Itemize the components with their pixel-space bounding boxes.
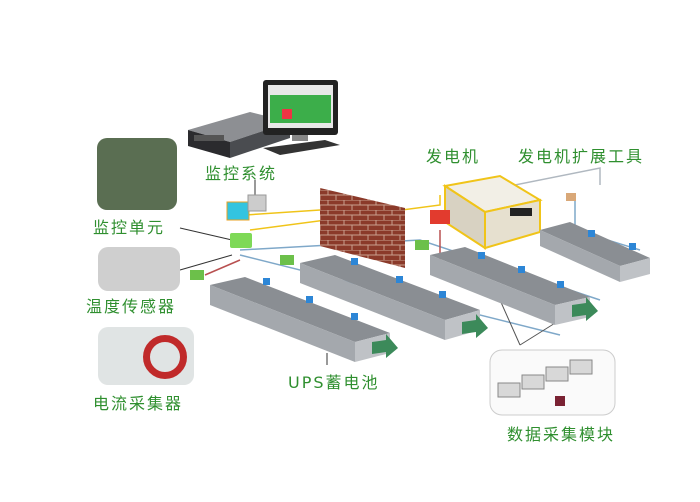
laptop-icon xyxy=(226,201,250,221)
label-monitor-unit: 监控单元 xyxy=(93,218,166,237)
label-temp-sensor: 温度传感器 xyxy=(86,297,177,316)
current-collector-photo xyxy=(98,327,194,385)
label-generator: 发电机 xyxy=(426,147,481,166)
label-data-module: 数据采集模块 xyxy=(507,425,616,444)
current-collector-icons xyxy=(190,240,429,280)
label-monitor-system: 监控系统 xyxy=(205,164,278,183)
battery-string-4 xyxy=(540,222,650,282)
flow-arrows xyxy=(372,297,598,358)
label-current-collector: 电流采集器 xyxy=(93,394,184,413)
label-generator-ext: 发电机扩展工具 xyxy=(518,147,645,166)
monitor-unit-box xyxy=(230,233,252,248)
monitor-unit-photo xyxy=(97,138,177,210)
generator-ext-box xyxy=(566,193,576,201)
generator-icon xyxy=(442,174,543,250)
monitor-icon xyxy=(263,80,340,155)
temperature-sensor-icons xyxy=(263,230,636,320)
battery-string-1 xyxy=(210,277,390,362)
label-ups-battery: UPS蓄电池 xyxy=(288,373,380,392)
alarm-box xyxy=(430,210,450,224)
firewall-wall xyxy=(320,188,405,268)
temp-sensor-photo xyxy=(98,247,180,291)
